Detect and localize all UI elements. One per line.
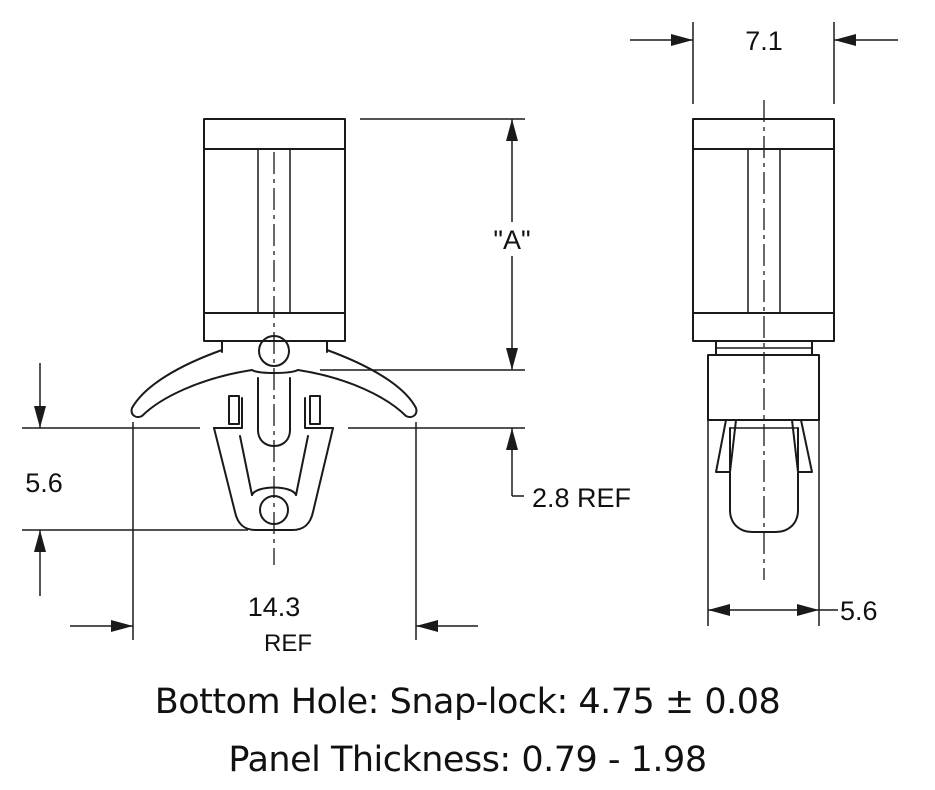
- dim-width-top: 7.1: [745, 26, 783, 56]
- front-view: [130, 118, 418, 565]
- dimension-left-5-6: 5.6: [22, 363, 248, 596]
- dim-bottom-width: 5.6: [840, 596, 878, 626]
- note-bottom-hole: Bottom Hole: Snap-lock: 4.75 ± 0.08: [154, 682, 781, 722]
- dim-height-a: "A": [493, 225, 530, 255]
- dim-width-wings: 14.3: [248, 592, 301, 622]
- dim-ref-small: 2.8 REF: [532, 483, 631, 513]
- dimension-a: "A": [320, 118, 539, 371]
- dimension-7-1: 7.1: [630, 22, 898, 104]
- dimension-2-8-ref: 2.8 REF: [348, 427, 631, 513]
- dim-width-wings-ref: REF: [264, 630, 312, 657]
- dimension-14-3: 14.3 REF: [70, 422, 478, 657]
- side-view: [692, 100, 835, 580]
- note-panel-thickness: Panel Thickness: 0.79 - 1.98: [228, 740, 707, 780]
- dimension-right-5-6: 5.6: [707, 420, 878, 626]
- dim-left-height: 5.6: [25, 468, 63, 498]
